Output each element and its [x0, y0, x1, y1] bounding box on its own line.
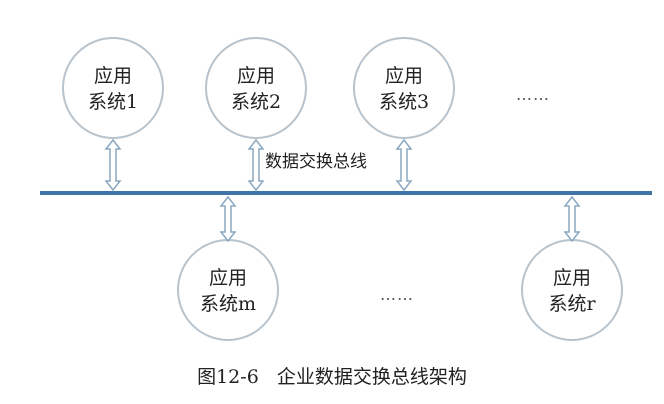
top-ellipsis: ……: [516, 85, 550, 104]
bus-label: 数据交换总线: [265, 152, 367, 172]
system-label-line1: 应用: [237, 65, 275, 87]
system-label-line2: 系统r: [548, 293, 596, 315]
figure-caption: 图12-6 企业数据交换总线架构: [197, 366, 467, 388]
bottom-system-node-r: 应用 系统r: [521, 239, 623, 341]
system-label-line1: 应用: [94, 65, 132, 87]
connector-arrow-2: [247, 138, 265, 192]
system-circle: [205, 37, 307, 139]
system-circle: [62, 37, 164, 139]
connector-arrow-m: [219, 195, 237, 243]
system-label-line1: 应用: [385, 65, 423, 87]
connector-arrows: [104, 138, 581, 243]
bottom-system-node-m: 应用 系统m: [177, 239, 279, 341]
system-circle: [177, 239, 279, 341]
top-system-node-3: 应用 系统3: [353, 37, 455, 139]
connector-arrow-3: [395, 138, 413, 192]
connector-arrow-1: [104, 138, 122, 192]
system-label-line1: 应用: [553, 267, 591, 289]
connector-arrow-r: [563, 195, 581, 243]
system-label-line2: 系统2: [231, 91, 281, 113]
system-label-line2: 系统m: [200, 293, 256, 315]
system-label-line1: 应用: [209, 267, 247, 289]
system-circle: [521, 239, 623, 341]
system-circle: [353, 37, 455, 139]
system-label-line2: 系统3: [379, 91, 429, 113]
top-system-node-1: 应用 系统1: [62, 37, 164, 139]
top-system-node-2: 应用 系统2: [205, 37, 307, 139]
bottom-ellipsis: ……: [380, 285, 414, 304]
system-label-line2: 系统1: [88, 91, 138, 113]
